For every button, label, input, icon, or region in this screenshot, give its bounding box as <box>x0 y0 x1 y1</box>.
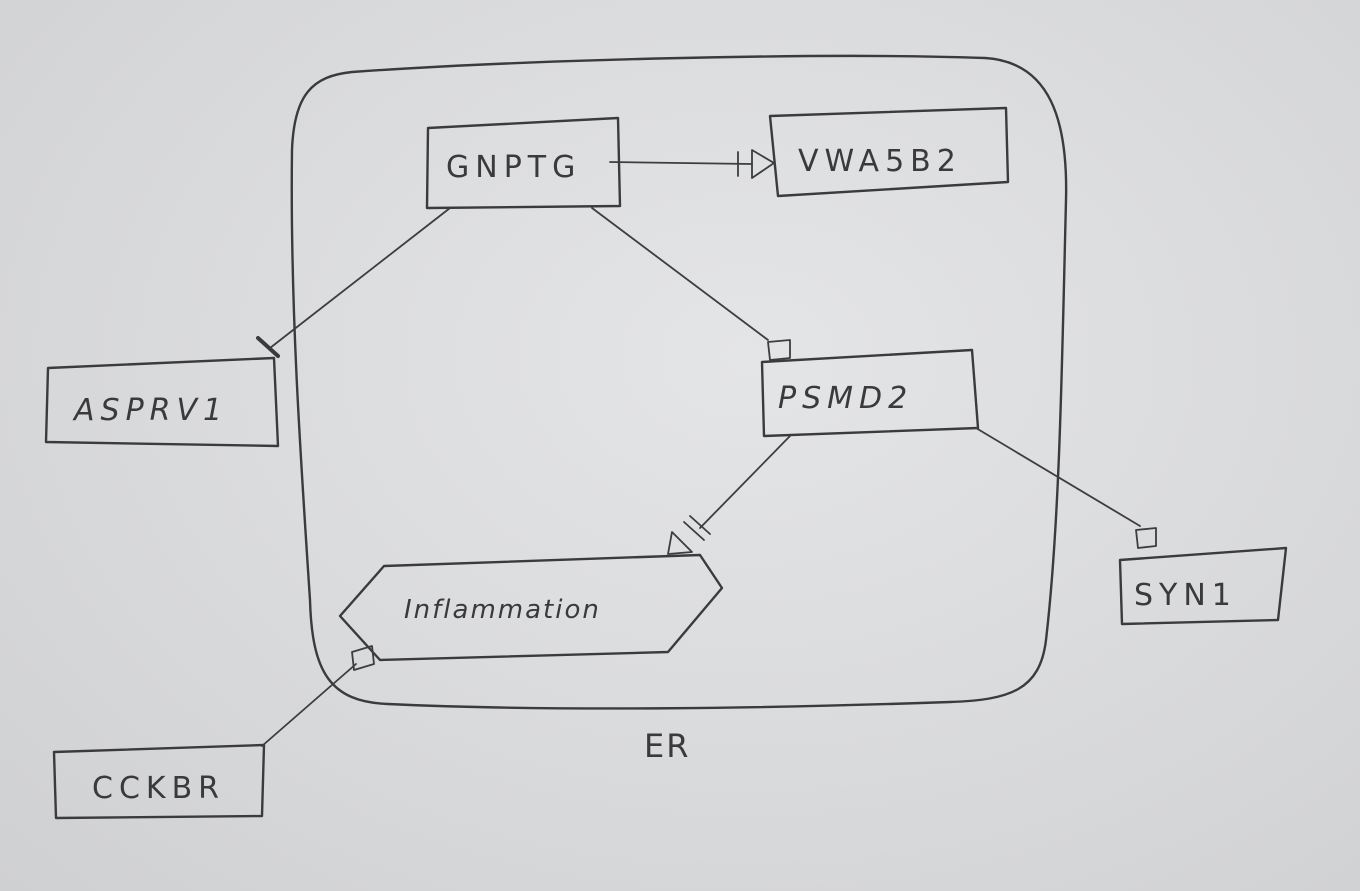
edge-psmd2-inflammation-bars <box>683 515 711 541</box>
edge-gnptg-asprv1-line <box>269 207 451 349</box>
edge-gnptg-psmd2-square <box>767 339 791 361</box>
edge-gnptg-psmd2[interactable] <box>591 207 791 361</box>
node-cckbr-label: CCKBR <box>92 771 225 806</box>
node-psmd2-label: PSMD2 <box>778 381 913 416</box>
compartment-er[interactable]: ER <box>290 54 1068 765</box>
compartment-er-border <box>290 54 1068 710</box>
node-gnptg[interactable]: GNPTG <box>425 116 622 210</box>
node-gnptg-label: GNPTG <box>446 150 581 185</box>
edge-gnptg-asprv1[interactable] <box>256 207 451 358</box>
edge-cckbr-inflammation-square <box>351 645 375 671</box>
node-cckbr[interactable]: CCKBR <box>52 743 266 820</box>
node-asprv1-label: ASPRV1 <box>72 393 228 428</box>
node-vwa5b2[interactable]: VWA5B2 <box>768 106 1010 198</box>
edge-gnptg-psmd2-line <box>591 207 769 341</box>
node-psmd2-box <box>760 348 980 438</box>
edge-gnptg-vwa5b2-arrowhead <box>751 149 775 179</box>
edge-gnptg-vwa5b2-line <box>609 161 753 165</box>
node-psmd2[interactable]: PSMD2 <box>760 348 980 438</box>
node-syn1[interactable]: SYN1 <box>1118 546 1288 626</box>
edge-psmd2-syn1[interactable] <box>975 427 1157 549</box>
node-asprv1-box <box>44 356 280 448</box>
edge-psmd2-inflammation-line <box>699 435 791 529</box>
edge-cckbr-inflammation-line <box>261 663 357 747</box>
edge-gnptg-vwa5b2[interactable] <box>609 149 775 179</box>
node-vwa5b2-box <box>768 106 1010 198</box>
node-inflammation-shape <box>338 553 724 662</box>
node-cckbr-box <box>52 743 266 820</box>
edge-psmd2-inflammation[interactable] <box>667 435 791 555</box>
edge-psmd2-inflammation-arrowhead <box>667 531 693 555</box>
edge-gnptg-asprv1-bar <box>256 336 280 358</box>
edge-psmd2-syn1-square <box>1135 527 1157 549</box>
node-vwa5b2-label: VWA5B2 <box>798 144 962 179</box>
node-gnptg-box <box>425 116 622 210</box>
node-syn1-box <box>1118 546 1288 626</box>
node-inflammation[interactable]: Inflammation <box>338 553 724 662</box>
compartment-er-label: ER <box>644 727 690 765</box>
edge-cckbr-inflammation[interactable] <box>261 645 375 747</box>
node-inflammation-label: Inflammation <box>404 595 601 625</box>
edge-psmd2-syn1-line <box>975 427 1141 527</box>
node-asprv1[interactable]: ASPRV1 <box>44 356 280 448</box>
node-syn1-label: SYN1 <box>1134 578 1237 613</box>
